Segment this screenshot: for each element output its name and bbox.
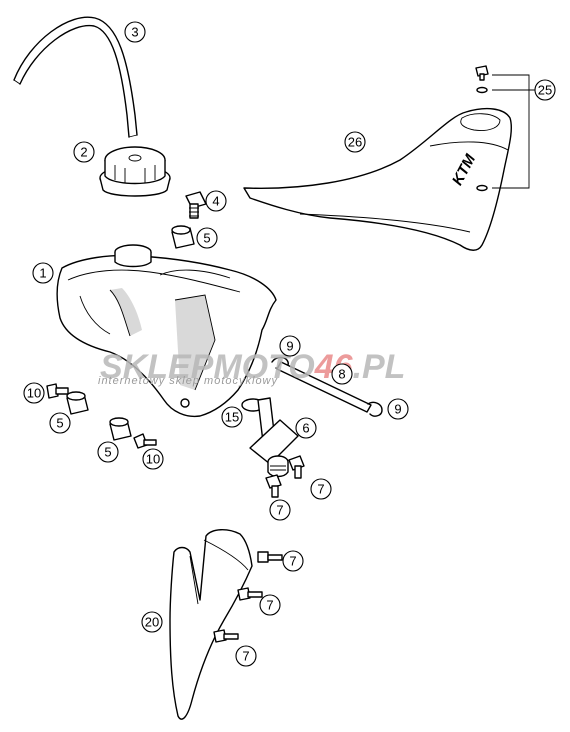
tank-mounting-screw xyxy=(185,191,207,219)
watermark-part-1: SKLEP xyxy=(100,348,214,386)
callout-7-cover-b: 7 xyxy=(259,594,281,616)
callout-8: 8 xyxy=(331,363,353,385)
callout-2-label: 2 xyxy=(80,145,87,160)
callout-4-label: 4 xyxy=(212,194,219,209)
callout-5-lower: 5 xyxy=(97,441,119,463)
callout-7-cover-c: 7 xyxy=(235,645,257,667)
callout-1: 1 xyxy=(32,262,54,284)
callout-5-left-label: 5 xyxy=(56,416,63,431)
rubber-bushing-left xyxy=(66,391,89,415)
callout-10-left-label: 10 xyxy=(27,386,41,401)
callout-10-left: 10 xyxy=(23,382,45,404)
callout-26-label: 26 xyxy=(348,135,362,150)
seat-screw xyxy=(475,65,489,81)
seat-washer-top xyxy=(476,86,488,94)
cover-screw-a xyxy=(257,551,283,563)
callout-2: 2 xyxy=(73,141,95,163)
callout-7-cover-c-label: 7 xyxy=(242,649,249,664)
rubber-bushing-top xyxy=(171,225,195,249)
callout-20: 20 xyxy=(141,611,163,633)
callout-6: 6 xyxy=(295,417,317,439)
tap-screw-b xyxy=(265,474,282,498)
callout-bracket-25 xyxy=(492,74,535,189)
screw-left xyxy=(46,383,69,399)
callout-5-top-label: 5 xyxy=(203,231,210,246)
callout-20-label: 20 xyxy=(145,615,159,630)
side-cover xyxy=(169,529,253,720)
callout-1-label: 1 xyxy=(39,266,46,281)
callout-6-label: 6 xyxy=(302,421,309,436)
callout-26: 26 xyxy=(344,131,366,153)
callout-15-label: 15 xyxy=(225,410,239,425)
callout-9-top-label: 9 xyxy=(286,339,293,354)
callout-7-cover-a-label: 7 xyxy=(289,554,296,569)
watermark-part-4: .PL xyxy=(353,348,406,386)
fuel-cap xyxy=(99,146,171,197)
callout-3: 3 xyxy=(124,21,146,43)
tap-screw-a xyxy=(288,455,305,479)
cover-screw-c xyxy=(213,629,239,643)
watermark: SKLEPMOTO46.PL internetowy sklep motocyk… xyxy=(98,348,405,387)
callout-7-tap-a: 7 xyxy=(310,478,332,500)
screw-lower xyxy=(133,433,157,449)
fuel-hose xyxy=(276,361,372,413)
hose-clip-bottom xyxy=(367,401,383,417)
callout-9-top: 9 xyxy=(279,335,301,357)
watermark-main: SKLEPMOTO46.PL xyxy=(100,348,405,386)
callout-25-label: 25 xyxy=(538,83,552,98)
callout-8-label: 8 xyxy=(338,367,345,382)
watermark-subtitle: internetowy sklep motocyklowy xyxy=(98,375,279,387)
watermark-part-2: MOTO xyxy=(213,348,314,386)
callout-10-lower: 10 xyxy=(142,448,164,470)
callout-9-bottom: 9 xyxy=(387,398,409,420)
rubber-bushing-lower xyxy=(109,417,132,441)
breather-hose xyxy=(13,16,138,138)
callout-5-top: 5 xyxy=(196,227,218,249)
callout-25: 25 xyxy=(534,79,556,101)
callout-15: 15 xyxy=(221,406,243,428)
callout-10-lower-label: 10 xyxy=(146,452,160,467)
callout-7-cover-a: 7 xyxy=(282,550,304,572)
callout-7-tap-a-label: 7 xyxy=(317,482,324,497)
callout-4: 4 xyxy=(205,190,227,212)
seat-washer-bottom xyxy=(476,184,488,192)
callout-5-lower-label: 5 xyxy=(104,445,111,460)
fuel-tap xyxy=(249,397,299,478)
fuel-tank xyxy=(56,244,277,418)
callout-7-tap-b: 7 xyxy=(269,499,291,521)
seat xyxy=(243,107,513,251)
callout-5-left: 5 xyxy=(49,412,71,434)
callout-3-label: 3 xyxy=(131,25,138,40)
cover-screw-b xyxy=(237,587,263,601)
callout-9-bottom-label: 9 xyxy=(394,402,401,417)
callout-7-cover-b-label: 7 xyxy=(266,598,273,613)
callout-7-tap-b-label: 7 xyxy=(276,503,283,518)
